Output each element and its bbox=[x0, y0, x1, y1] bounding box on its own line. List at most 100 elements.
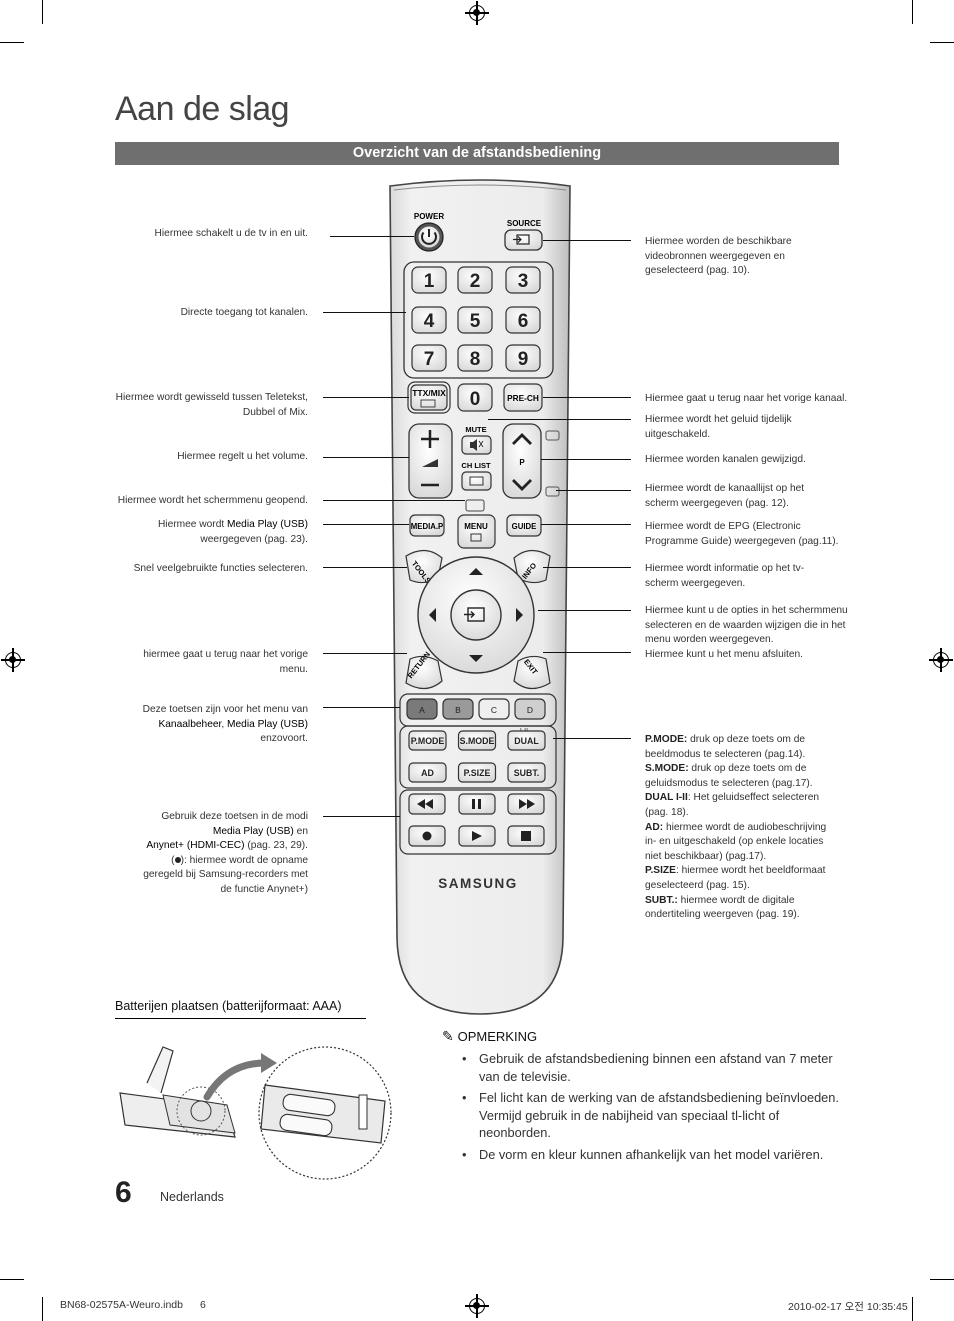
leader-line bbox=[543, 240, 631, 241]
digit-0-button bbox=[457, 383, 493, 412]
menu-button bbox=[457, 514, 496, 549]
label-channel: Hiermee worden kanalen gewijzigd. bbox=[645, 454, 806, 465]
leader-line bbox=[543, 652, 631, 653]
guide-label: GUIDE bbox=[512, 522, 537, 531]
page-language: Nederlands bbox=[160, 1190, 224, 1204]
color-key-a-button[interactable] bbox=[406, 698, 438, 720]
footer-date: 2010-02-17 오전 10:35:45 bbox=[788, 1301, 908, 1313]
digit-1-button[interactable] bbox=[411, 266, 447, 294]
mode-key-label: AD bbox=[421, 768, 434, 778]
pause-button bbox=[458, 793, 496, 815]
digit-8-button[interactable] bbox=[457, 344, 493, 372]
mode-key-button[interactable] bbox=[457, 762, 497, 783]
pencil-icon: ✎ bbox=[442, 1028, 458, 1044]
source-button bbox=[504, 229, 543, 251]
leader-line bbox=[323, 707, 400, 708]
battery-insertion-illustration bbox=[119, 1046, 392, 1180]
list-item: Fel licht kan de werking van de afstands… bbox=[462, 1089, 852, 1142]
mode-key-button[interactable] bbox=[408, 762, 447, 783]
label-info: Hiermee wordt informatie op het tv-scher… bbox=[645, 563, 805, 589]
registration-mark-icon bbox=[1, 648, 25, 672]
crop-mark bbox=[42, 0, 43, 24]
list-item: De vorm en kleur kunnen afhankelijk van … bbox=[462, 1146, 852, 1164]
label-channels: Directe toegang tot kanalen. bbox=[180, 307, 308, 318]
label-menu: Hiermee wordt het schermmenu geopend. bbox=[117, 495, 308, 506]
mode-key-button[interactable] bbox=[507, 730, 546, 751]
leader-line bbox=[488, 419, 631, 420]
digit-label: 2 bbox=[470, 271, 481, 292]
crop-mark bbox=[912, 0, 913, 24]
mute-label: MUTE bbox=[465, 425, 486, 434]
leader-line bbox=[323, 312, 406, 313]
color-key-c-button[interactable] bbox=[478, 698, 510, 720]
color-key-b-button[interactable] bbox=[442, 698, 474, 720]
digit-2-button[interactable] bbox=[457, 266, 493, 294]
digit-6-button[interactable] bbox=[505, 306, 541, 334]
crop-mark bbox=[42, 1297, 43, 1321]
digit-0-label: 0 bbox=[470, 389, 481, 410]
registration-mark-icon bbox=[465, 1, 489, 25]
digit-4-button[interactable] bbox=[411, 306, 447, 334]
crop-mark bbox=[0, 42, 24, 43]
leader-line bbox=[538, 610, 631, 611]
crop-mark bbox=[912, 1297, 913, 1321]
leader-line bbox=[556, 490, 631, 491]
label-pre-ch: Hiermee gaat u terug naar het vorige kan… bbox=[645, 393, 848, 404]
color-key-label: C bbox=[491, 705, 497, 715]
menu-label: MENU bbox=[464, 522, 488, 531]
leader-line bbox=[543, 567, 631, 568]
digit-label: 3 bbox=[518, 271, 529, 292]
pre-ch-label: PRE-CH bbox=[507, 393, 539, 403]
mode-key-label: DUAL bbox=[514, 736, 539, 746]
media-p-label: MEDIA.P bbox=[411, 522, 444, 531]
channel-rocker bbox=[502, 423, 542, 499]
color-key-d-button[interactable] bbox=[514, 698, 546, 720]
mode-key-button[interactable] bbox=[507, 762, 546, 783]
leader-line bbox=[543, 397, 631, 398]
digit-9-button[interactable] bbox=[505, 344, 541, 372]
leader-line bbox=[323, 397, 409, 398]
page-number: 6 bbox=[115, 1176, 132, 1209]
digit-3-button[interactable] bbox=[505, 266, 541, 294]
volume-rocker bbox=[408, 423, 453, 499]
mode-key-label: P.SIZE bbox=[464, 768, 491, 778]
digit-5-button[interactable] bbox=[457, 306, 493, 334]
label-media-p: Hiermee wordt Media Play (USB)weergegeve… bbox=[157, 519, 308, 545]
mode-key-button[interactable] bbox=[408, 730, 447, 751]
ch-list-button bbox=[461, 471, 492, 491]
leader-line bbox=[323, 567, 407, 568]
digit-label: 8 bbox=[470, 349, 481, 370]
leader-line bbox=[541, 459, 631, 460]
mode-key-label: S.MODE bbox=[460, 736, 495, 746]
label-ttx: Hiermee wordt gewisseld tussen Teletekst… bbox=[115, 392, 308, 418]
leader-line bbox=[330, 236, 414, 237]
record-icon bbox=[174, 857, 181, 864]
digit-label: 9 bbox=[518, 349, 529, 370]
mode-key-label: P.MODE bbox=[411, 736, 445, 746]
label-power: Hiermee schakelt u de tv in en uit. bbox=[154, 228, 308, 239]
mode-key-button[interactable] bbox=[457, 730, 497, 751]
crop-mark bbox=[930, 1279, 954, 1280]
chapter-title: Aan de slag bbox=[115, 90, 290, 128]
digit-label: 6 bbox=[518, 311, 529, 332]
note-heading: ✎ OPMERKING bbox=[442, 1028, 538, 1044]
registration-mark-icon bbox=[465, 1294, 489, 1318]
color-key-label: A bbox=[419, 705, 425, 715]
footer-filename: BN68-02575A-Weuro.indb bbox=[60, 1299, 183, 1311]
section-title: Overzicht van de afstandsbediening bbox=[115, 142, 839, 165]
p-label: P bbox=[519, 458, 525, 467]
digit-7-button[interactable] bbox=[411, 344, 447, 372]
label-tools: Snel veelgebruikte functies selecteren. bbox=[133, 563, 308, 574]
digit-label: 5 bbox=[470, 311, 481, 332]
